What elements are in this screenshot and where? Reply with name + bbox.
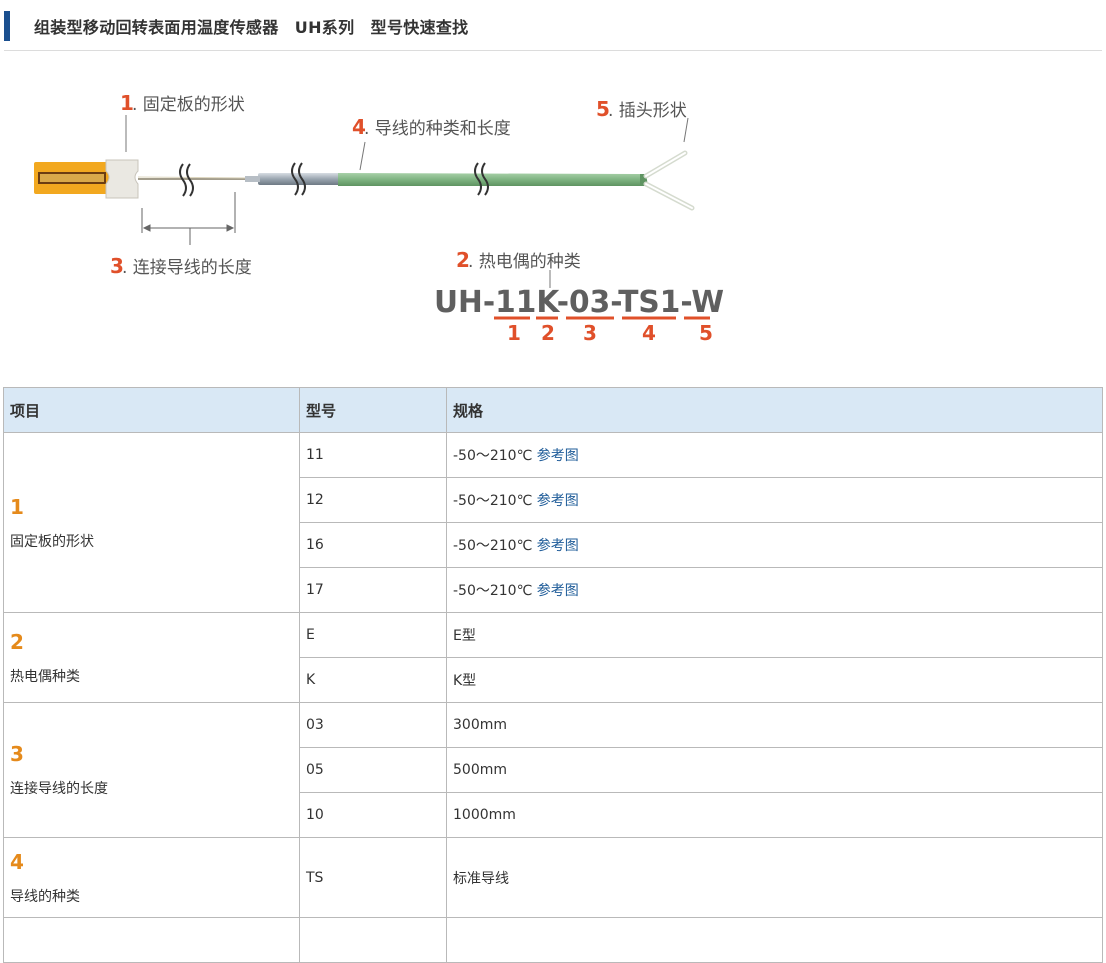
item-cell: 2 热电偶种类 bbox=[3, 612, 300, 703]
connection-wire bbox=[137, 176, 256, 180]
item-number: 1 bbox=[10, 494, 24, 519]
page-title: 组装型移动回转表面用温度传感器 UH系列 型号快速查找 bbox=[34, 18, 469, 37]
header-item: 项目 bbox=[3, 387, 300, 433]
segment-number-2: 2 bbox=[541, 321, 555, 345]
spec-cell: K型 bbox=[446, 657, 1103, 703]
segment-number-3: 3 bbox=[583, 321, 597, 345]
table-row: 4 导线的种类 TS 标准导线 bbox=[3, 837, 1103, 918]
sensor-illustration: 1 . 固定板的形状 4 . 导线的种类和长度 5 . 插头形状 3 . 连接导… bbox=[34, 91, 724, 345]
reference-link[interactable]: 参考图 bbox=[536, 538, 579, 554]
callout-2-label: . 热电偶的种类 bbox=[468, 252, 581, 272]
spec-cell-empty bbox=[446, 917, 1103, 963]
table-header-row: 项目 型号 规格 bbox=[3, 387, 1103, 433]
table-row bbox=[3, 917, 1103, 963]
reference-link[interactable]: 参考图 bbox=[536, 583, 579, 599]
spec-cell: 1000mm bbox=[446, 792, 1103, 838]
header-accent-bar bbox=[4, 11, 10, 41]
item-number: 2 bbox=[10, 629, 24, 654]
item-cell: 1 固定板的形状 bbox=[3, 432, 300, 613]
item-name: 连接导线的长度 bbox=[10, 781, 108, 797]
item-name: 固定板的形状 bbox=[10, 533, 94, 550]
sleeve-tip bbox=[245, 176, 260, 182]
table-row: 16 -50～210℃ 参考图 bbox=[4, 522, 1103, 568]
leader-lines bbox=[125, 115, 689, 288]
callout-3-label: . 连接导线的长度 bbox=[122, 258, 252, 278]
item-cell-empty bbox=[3, 917, 300, 963]
spec-cell: -50～210℃ 参考图 bbox=[446, 522, 1103, 568]
fixing-plate bbox=[34, 159, 139, 199]
model-cell: TS bbox=[299, 837, 447, 918]
model-code: UH-11K-03-TS1-W bbox=[434, 285, 724, 320]
spec-cell: E型 bbox=[446, 612, 1103, 658]
callout-5-label: . 插头形状 bbox=[608, 101, 687, 121]
model-cell: K bbox=[299, 657, 447, 703]
sensor-diagram: 1 . 固定板的形状 4 . 导线的种类和长度 5 . 插头形状 3 . 连接导… bbox=[20, 80, 740, 350]
header-model: 型号 bbox=[299, 387, 447, 433]
spec-text: -50～210℃ bbox=[453, 448, 537, 464]
table-row: 17 -50～210℃ 参考图 bbox=[4, 567, 1103, 613]
model-cell: 17 bbox=[299, 567, 447, 613]
table-row: 2 热电偶种类 E E型 bbox=[3, 612, 1103, 703]
callout-1-number: 1 bbox=[120, 91, 134, 115]
model-cell: 11 bbox=[299, 432, 447, 478]
reference-link[interactable]: 参考图 bbox=[536, 448, 579, 464]
item-number: 4 bbox=[10, 849, 24, 874]
break-marks bbox=[179, 162, 489, 197]
item-number: 3 bbox=[10, 742, 24, 766]
reference-link[interactable]: 参考图 bbox=[536, 493, 579, 509]
segment-number-5: 5 bbox=[699, 321, 713, 345]
header-spec: 规格 bbox=[446, 387, 1103, 433]
model-cell: 05 bbox=[299, 747, 447, 793]
dimension-line bbox=[141, 192, 236, 245]
lead-cable bbox=[338, 150, 695, 211]
spec-cell: -50～210℃ 参考图 bbox=[446, 567, 1103, 613]
spec-cell: 标准导线 bbox=[446, 837, 1103, 918]
table-row: 12 -50～210℃ 参考图 bbox=[4, 477, 1103, 523]
callout-1-label: . 固定板的形状 bbox=[132, 95, 245, 115]
metal-sleeve bbox=[258, 173, 343, 185]
spec-cell: -50～210℃ 参考图 bbox=[446, 477, 1103, 523]
item-name: 热电偶种类 bbox=[10, 668, 80, 685]
spec-text: -50～210℃ bbox=[453, 583, 537, 599]
table-row: 3 连接导线的长度 03 300mm bbox=[3, 702, 1103, 838]
table-row: 1 固定板的形状 11 -50～210℃ 参考图 bbox=[3, 432, 1103, 613]
model-cell: 10 bbox=[299, 792, 447, 838]
spec-table: 项目 型号 规格 1 固定板的形状 11 -50～210℃ 参考图 12 -50… bbox=[3, 387, 1103, 963]
segment-number-1: 1 bbox=[507, 321, 521, 345]
section-header: 组装型移动回转表面用温度传感器 UH系列 型号快速查找 bbox=[4, 0, 1102, 51]
spec-text: -50～210℃ bbox=[453, 538, 537, 554]
model-cell: E bbox=[299, 612, 447, 658]
model-cell: 16 bbox=[299, 522, 447, 568]
table-row: K K型 bbox=[4, 657, 1103, 703]
table-row: 10 1000mm bbox=[4, 792, 1103, 838]
callout-2-number: 2 bbox=[456, 248, 470, 272]
model-cell: 03 bbox=[299, 702, 447, 748]
callout-4-number: 4 bbox=[352, 115, 366, 139]
item-cell: 4 导线的种类 bbox=[3, 837, 300, 918]
model-cell: 12 bbox=[299, 477, 447, 523]
spec-cell: -50～210℃ 参考图 bbox=[446, 432, 1103, 478]
spec-cell: 500mm bbox=[446, 747, 1103, 793]
spec-text: -50～210℃ bbox=[453, 493, 537, 509]
callout-4-label: . 导线的种类和长度 bbox=[364, 119, 511, 139]
item-name: 导线的种类 bbox=[10, 888, 80, 905]
callout-5-number: 5 bbox=[596, 97, 610, 121]
segment-number-4: 4 bbox=[642, 321, 656, 345]
model-cell-empty bbox=[299, 917, 447, 963]
callout-3-number: 3 bbox=[110, 254, 124, 278]
spec-cell: 300mm bbox=[446, 702, 1103, 748]
item-cell: 3 连接导线的长度 bbox=[3, 702, 300, 838]
